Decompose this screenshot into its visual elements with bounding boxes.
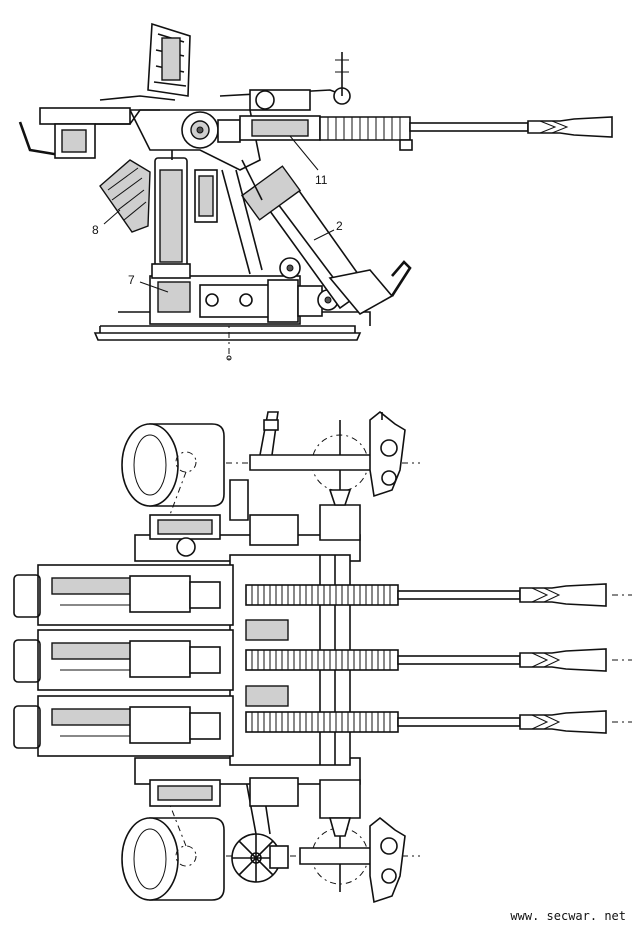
svg-text:8: 8 [92,223,99,237]
barrel [409,122,529,132]
muzzle-brake [527,116,613,138]
barrel-3 [245,710,632,734]
sight-wheel [255,90,275,110]
gun-receiver-3 [13,695,234,757]
base-platform [93,332,362,341]
svg-text:11: 11 [315,173,328,187]
callout-7: 7 [128,273,169,293]
plan-view [13,410,632,904]
barrel-jacket [319,116,411,141]
callout-8: 8 [92,209,121,237]
gun-receiver-1 [13,564,234,626]
gun-receiver-2 [13,629,234,691]
callout-11: 11 [289,135,328,187]
side-elevation [18,22,613,361]
rear-sight-frame [39,107,131,125]
seat-back [99,159,151,233]
barrel-1 [245,583,632,607]
svg-text:7: 7 [128,273,135,287]
callout-2: 2 [313,219,343,241]
barrel-2 [245,648,632,672]
site-watermark: www. secwar. net [510,909,626,923]
lower-sight-bracket [369,816,406,904]
svg-text:2: 2 [336,219,343,233]
